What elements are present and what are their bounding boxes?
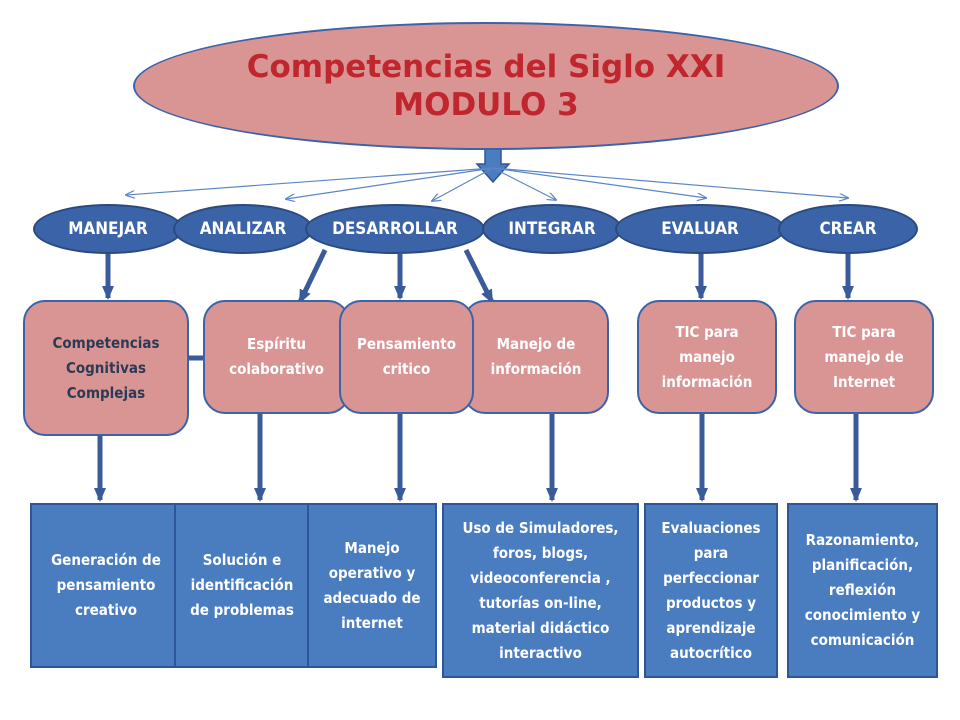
verb-integrar: INTEGRAR	[482, 204, 622, 254]
fan-arrow-desarrollar	[432, 167, 494, 201]
fan-arrow-evaluar	[492, 167, 706, 198]
verb-evaluar: EVALUAR	[615, 204, 785, 254]
fan-arrow-analizar	[286, 167, 494, 199]
competency-tic-internet: TIC para manejo de Internet	[794, 300, 934, 414]
outcome-solucion-problemas: Solución e identificación de problemas	[174, 503, 310, 668]
outcome-pensamiento-creativo: Generación de pensamiento creativo	[30, 503, 182, 668]
outcome-manejo-internet: Manejo operativo y adecuado de internet	[307, 503, 437, 668]
competency-critico: Pensamiento critico	[339, 300, 474, 414]
arrow-desarrollar-to-colaborativo	[297, 248, 328, 304]
outcome-simuladores: Uso de Simuladores, foros, blogs, videoc…	[442, 503, 639, 678]
fan-arrow-crear	[492, 167, 848, 198]
verb-desarrollar: DESARROLLAR	[305, 204, 485, 254]
outcome-razonamiento: Razonamiento, planificación, reflexión c…	[787, 503, 938, 678]
competency-cognitivas: Competencias Cognitivas Complejas	[23, 300, 189, 436]
verb-crear: CREAR	[778, 204, 918, 254]
fan-arrow-integrar	[492, 167, 556, 200]
competency-colaborativo: Espíritu colaborativo	[203, 300, 350, 414]
verb-analizar: ANALIZAR	[173, 204, 313, 254]
arrow-desarrollar-to-informacion	[463, 248, 495, 304]
main-down-arrow	[475, 144, 511, 184]
title-main: Competencias del Siglo XXI	[246, 49, 726, 85]
title-ellipse: Competencias del Siglo XXI MODULO 3	[133, 22, 839, 150]
title-module: MODULO 3	[393, 87, 579, 123]
verb-manejar: MANEJAR	[33, 204, 183, 254]
competency-tic-informacion: TIC para manejo información	[637, 300, 777, 414]
outcome-evaluaciones: Evaluaciones para perfeccionar productos…	[644, 503, 778, 678]
fan-arrow-manejar	[126, 167, 494, 195]
competency-manejo-informacion: Manejo de información	[463, 300, 609, 414]
